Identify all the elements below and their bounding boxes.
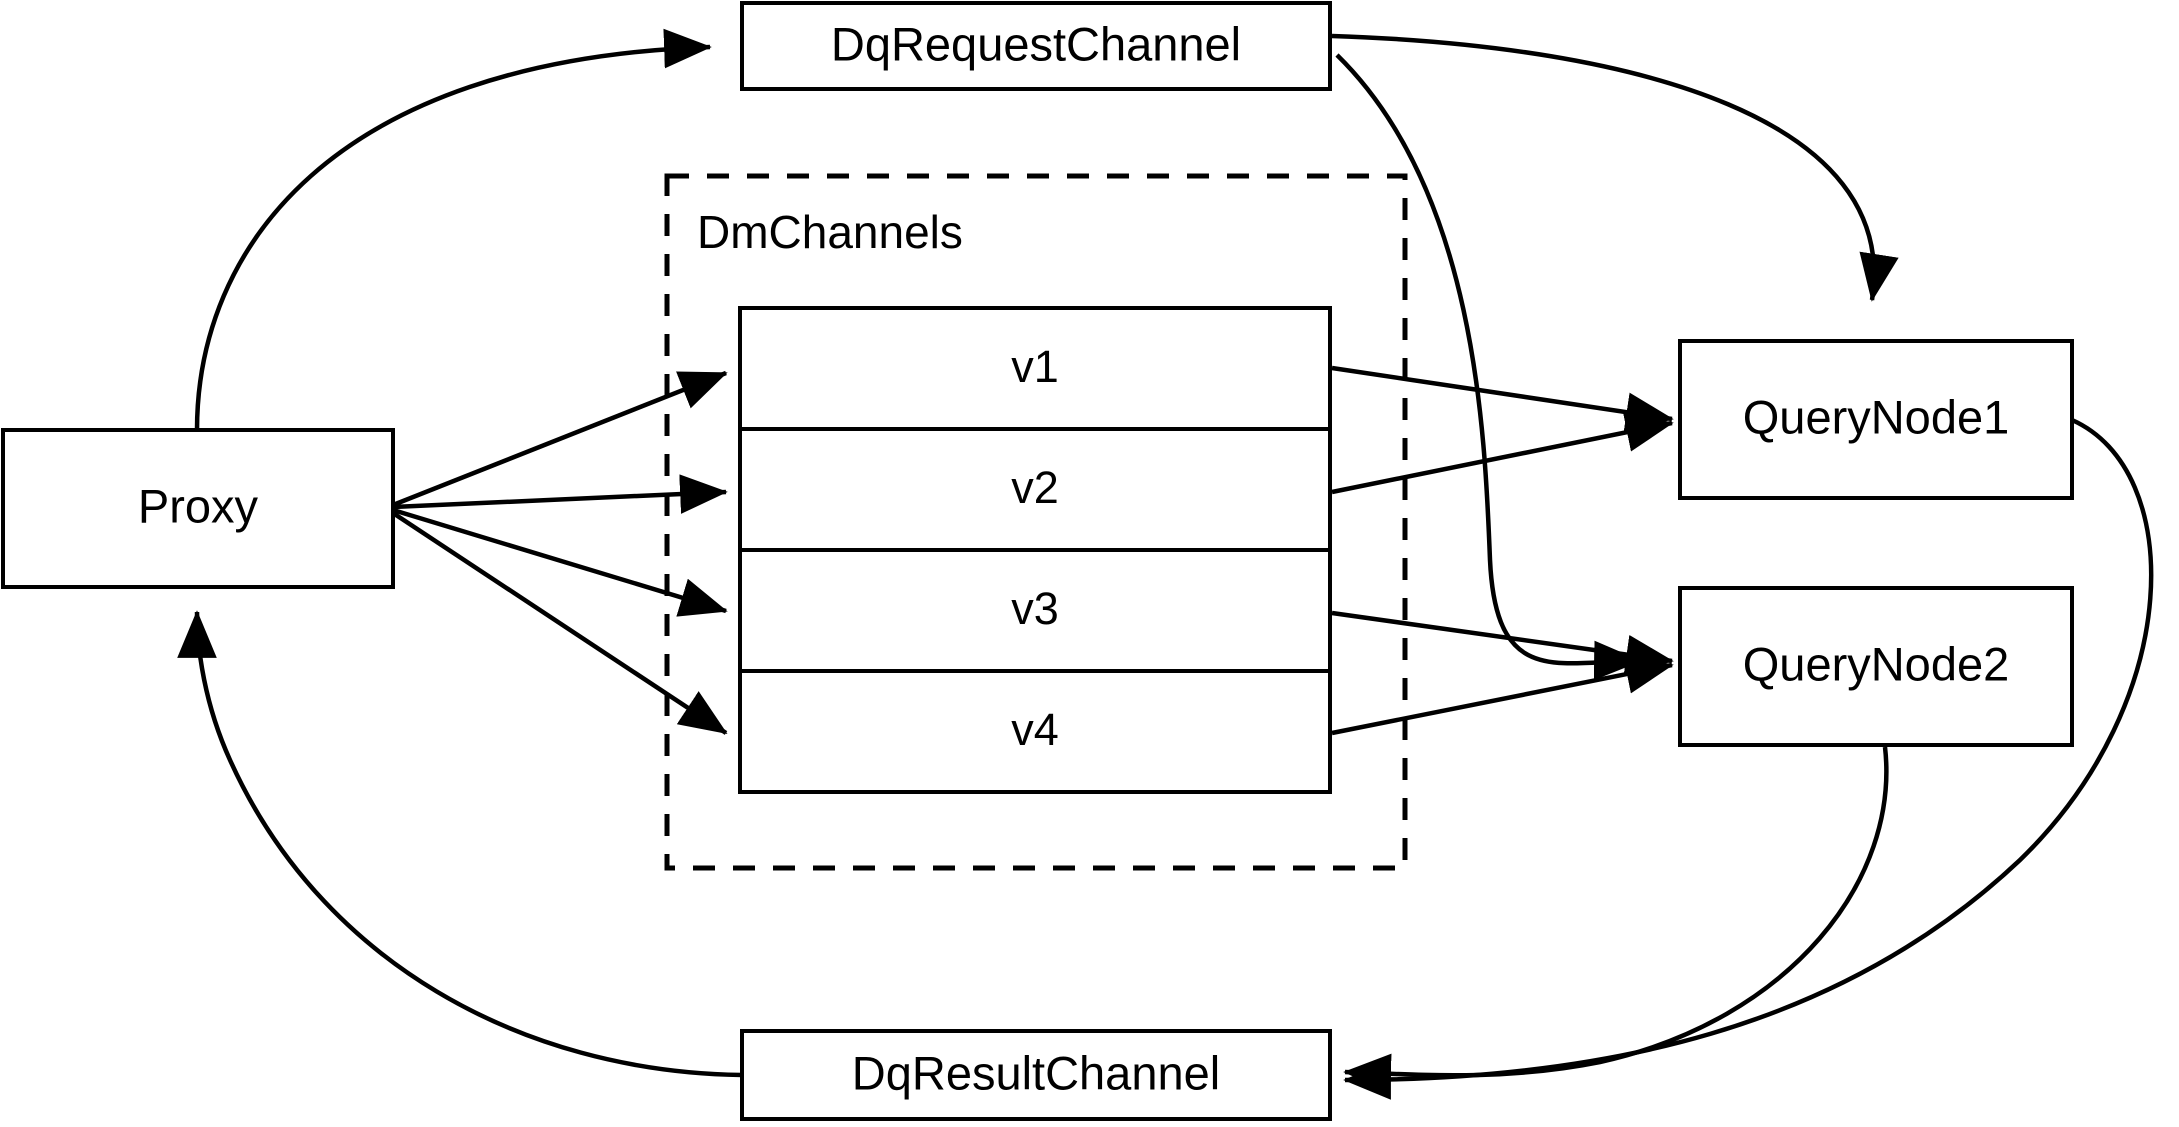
dq-request-channel-label: DqRequestChannel [831, 17, 1241, 70]
node-proxy[interactable]: Proxy [1, 428, 395, 589]
dmchannels-group-border [664, 173, 1408, 871]
query-node-2-label: QueryNode2 [1743, 637, 2010, 690]
node-dq-result-channel[interactable]: DqResultChannel [740, 1029, 1332, 1121]
edge-dqrequestchannel-to-querynode2 [1335, 53, 1642, 681]
node-dq-request-channel[interactable]: DqRequestChannel [740, 1, 1332, 91]
node-query-node-2[interactable]: QueryNode2 [1678, 586, 2074, 747]
channel-row-v1: v1 [1011, 341, 1059, 392]
edge-v3-to-querynode2 [1331, 610, 1674, 675]
dmchannels-group-label: DmChannels [697, 206, 963, 258]
edge-querynode2-to-dqresultchannel [1343, 746, 1889, 1094]
proxy-label: Proxy [138, 479, 259, 532]
edge-proxy-to-v1 [392, 370, 728, 508]
edge-dqrequestchannel-to-querynode1 [1331, 33, 1899, 302]
dq-request-channel-box[interactable] [740, 1, 1332, 91]
query-node-1-label: QueryNode1 [1743, 390, 2010, 443]
dq-result-channel-label: DqResultChannel [852, 1046, 1220, 1099]
channel-row-v4: v4 [1011, 704, 1059, 755]
dmchannels-table: v1 v2 v3 v4 [738, 306, 1332, 794]
channel-row-v3: v3 [1011, 583, 1059, 634]
proxy-box[interactable] [1, 428, 395, 589]
dmchannels-group: DmChannels [664, 173, 1408, 871]
edge-proxy-to-dqrequestchannel [194, 28, 712, 431]
channel-row-v2: v2 [1011, 462, 1059, 513]
edge-v2-to-querynode1 [1331, 412, 1674, 495]
query-node-1-box[interactable] [1678, 339, 2074, 500]
query-node-2-box[interactable] [1678, 586, 2074, 747]
edge-proxy-to-v2 [392, 474, 728, 514]
edge-proxy-to-v4 [391, 511, 728, 735]
edge-v4-to-querynode2 [1331, 654, 1674, 736]
node-query-node-1[interactable]: QueryNode1 [1678, 339, 2074, 500]
edge-proxy-to-v3 [392, 507, 728, 617]
edge-dqresultchannel-to-proxy [177, 610, 743, 1078]
edge-querynode1-to-dqresultchannel [1343, 417, 2154, 1100]
dq-result-channel-box[interactable] [740, 1029, 1332, 1121]
edge-v1-to-querynode1 [1331, 365, 1674, 432]
